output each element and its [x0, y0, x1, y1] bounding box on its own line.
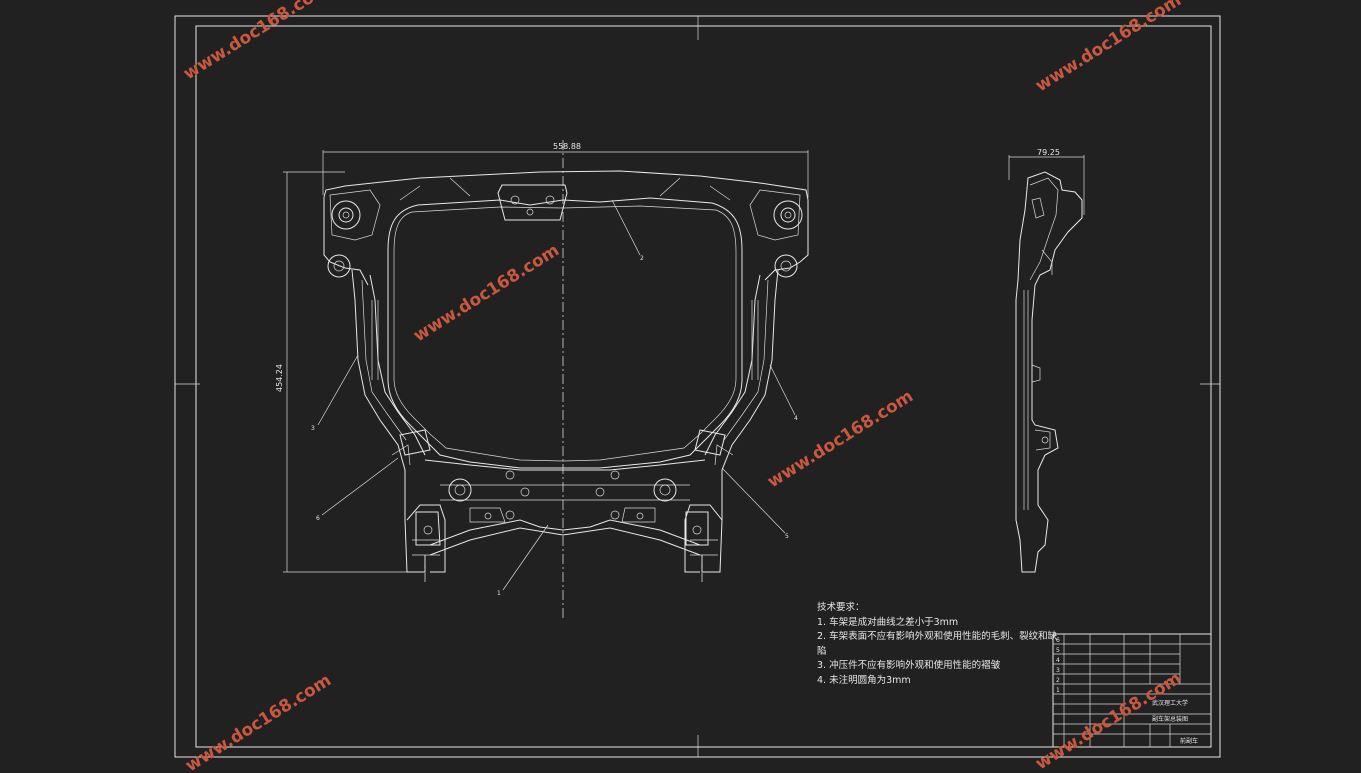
title-row-3: 3 — [1056, 667, 1060, 674]
leaders — [317, 199, 796, 591]
subframe-front-view: 558.88 454.24 — [275, 140, 809, 618]
drawing-name: 副车架总装图 — [1152, 715, 1188, 723]
drawing-extra: 前副车 — [1180, 737, 1198, 745]
balloon-5: 5 — [785, 533, 789, 540]
dimension-height — [283, 171, 410, 573]
dimension-width-label: 558.88 — [553, 142, 581, 151]
requirements-title: 技术要求： — [817, 602, 865, 613]
title-row-6: 6 — [1056, 637, 1060, 644]
balloon-2: 2 — [640, 255, 644, 262]
requirement-1: 1. 车架是成对曲线之差小于3mm — [817, 616, 959, 628]
requirement-3: 3. 冲压件不应有影响外观和使用性能的褶皱 — [817, 660, 1001, 671]
requirement-2: 2. 车架表面不应有影响外观和使用性能的毛刺、裂纹和缺 — [817, 631, 1058, 642]
dimension-width — [322, 150, 809, 198]
dimension-height-label: 454.24 — [275, 364, 284, 392]
inner-border — [195, 25, 1212, 748]
balloon-6: 6 — [316, 515, 320, 522]
watermark-3: www.doc168.com — [410, 240, 563, 346]
title-row-1: 1 — [1056, 687, 1060, 694]
balloon-3: 3 — [311, 425, 315, 432]
requirement-4: 4. 未注明圆角为3mm — [817, 674, 911, 686]
title-row-2: 2 — [1056, 677, 1060, 684]
watermark-2: www.doc168.com — [1032, 0, 1185, 96]
watermark-5: www.doc168.com — [182, 670, 335, 773]
technical-requirements: 技术要求： 1. 车架是成对曲线之差小于3mm 2. 车架表面不应有影响外观和使… — [817, 601, 1057, 688]
dimension-side-width-label: 79.25 — [1037, 148, 1060, 157]
requirement-2-cont: 陷 — [817, 645, 827, 657]
balloon-4: 4 — [794, 415, 798, 422]
school-name: 武汉理工大学 — [1152, 699, 1188, 707]
watermark-4: www.doc168.com — [764, 386, 917, 492]
outer-border — [174, 15, 1221, 758]
balloon-1: 1 — [497, 590, 501, 597]
centering-marks — [175, 16, 1220, 757]
title-block: 6 5 4 3 2 1 武汉理工大学 副车架总装图 前副车 — [1052, 633, 1212, 748]
watermark-1: www.doc168.com — [180, 0, 333, 84]
title-row-4: 4 — [1056, 657, 1060, 664]
title-row-5: 5 — [1056, 647, 1060, 654]
subframe-side-view: 79.25 — [1008, 148, 1085, 573]
